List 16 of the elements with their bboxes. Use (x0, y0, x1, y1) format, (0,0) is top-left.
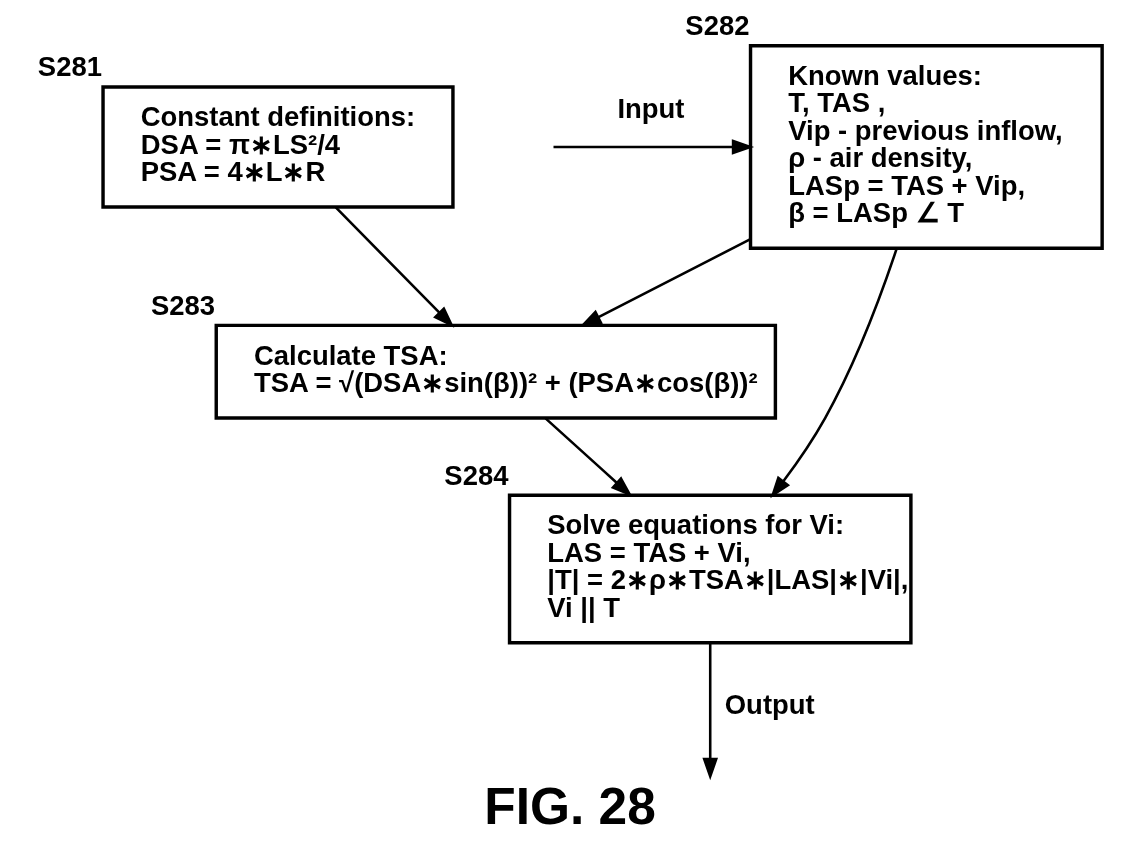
arrow (553, 139, 755, 155)
diagram-title: FIG. 28 (484, 777, 656, 836)
node-label: S282 (685, 10, 750, 42)
arrow (579, 238, 751, 327)
node-label: S281 (37, 51, 102, 83)
node-box: Known values: T, TAS , Vip - previous inflow, ρ - air density, LASp = TAS + Vip, β = LASp ∠ T (748, 44, 1104, 250)
node-box: Constant definitions: DSA = π∗LS²/4 PSA = 4∗L∗R (101, 85, 455, 209)
edge-label: Output (724, 689, 815, 721)
arrow (334, 206, 455, 328)
node-box: Solve equations for Vi: LAS = TAS + Vi, |T| = 2∗ρ∗TSA∗|LAS|∗|Vi|, Vi || T (507, 493, 913, 645)
node-label: S284 (444, 459, 509, 491)
arrow (702, 643, 719, 781)
arrow (770, 248, 898, 499)
edge-label: Input (617, 92, 685, 124)
node-box: Calculate TSA: TSA = √(DSA∗sin(β))² + (PSA∗cos(β))² (214, 323, 778, 420)
node-label: S283 (151, 289, 216, 321)
